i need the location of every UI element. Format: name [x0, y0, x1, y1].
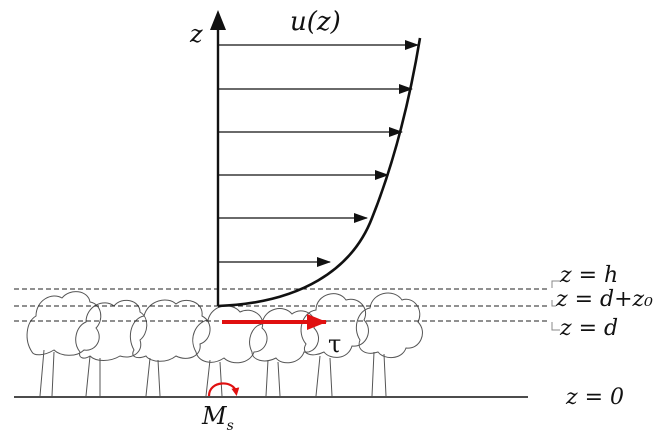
- profile-label: u(z): [290, 7, 341, 37]
- level-label-ground: z = 0: [565, 385, 624, 410]
- level-label-d: z = d: [559, 316, 618, 341]
- bracket-d-z0: [551, 300, 556, 307]
- z-axis-label: z: [189, 20, 203, 48]
- level-label-h: z = h: [559, 263, 618, 288]
- moment-label-sub: s: [227, 418, 234, 433]
- velocity-arrows: [219, 40, 419, 267]
- z-axis-arrowhead: [210, 10, 226, 30]
- canopy-trees: [26, 291, 423, 397]
- moment-label-main: M: [201, 402, 228, 430]
- stress-label: τ: [328, 330, 341, 358]
- velocity-profile-curve: [217, 37, 422, 308]
- level-label-d-z0: z = d+z₀: [555, 287, 653, 312]
- bracket-d: [551, 322, 560, 331]
- bracket-h: [551, 280, 560, 288]
- moment-label: Ms: [201, 402, 234, 433]
- moment-curved-arrow: [207, 382, 240, 397]
